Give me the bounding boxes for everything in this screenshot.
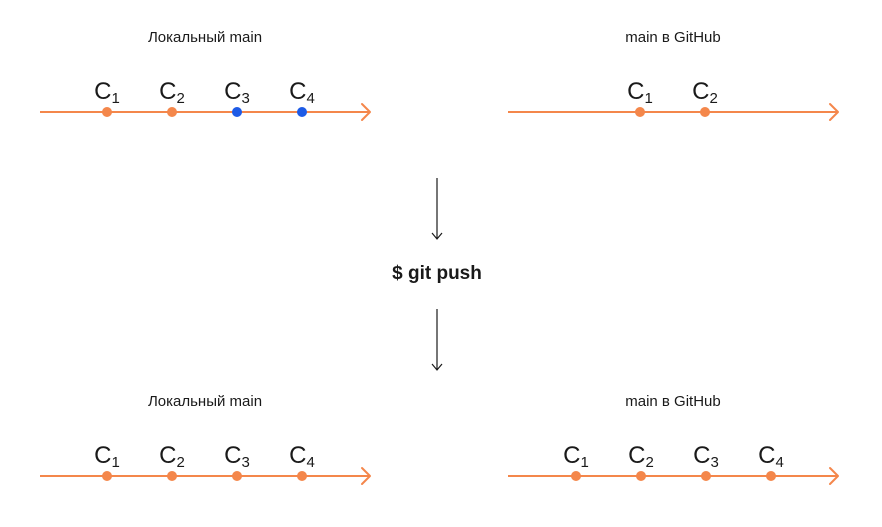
before-remote-commit-dot-2 bbox=[700, 107, 710, 117]
after-local-commit-label-2: C2 bbox=[159, 442, 185, 471]
before-remote-title: main в GitHub bbox=[625, 29, 721, 46]
after-remote-commit-dot-3 bbox=[701, 471, 711, 481]
before-remote-commit-label-2: C2 bbox=[692, 78, 718, 107]
after-local-commit-label-3: C3 bbox=[224, 442, 250, 471]
down-arrow-icon bbox=[431, 178, 443, 240]
after-local-title: Локальный main bbox=[148, 393, 262, 410]
git-push-command: $ git push bbox=[392, 263, 482, 284]
after-remote-commit-dot-2 bbox=[636, 471, 646, 481]
before-local-commit-dot-1 bbox=[102, 107, 112, 117]
before-local-commit-label-2: C2 bbox=[159, 78, 185, 107]
before-local-commit-label-1: C1 bbox=[94, 78, 120, 107]
after-remote-title: main в GitHub bbox=[625, 393, 721, 410]
down-arrow-icon bbox=[431, 309, 443, 371]
after-local-commit-dot-4 bbox=[297, 471, 307, 481]
before-local-commits: C1 C2 C3 C4 bbox=[94, 78, 315, 117]
after-remote-commits: C1 C2 C3 C4 bbox=[563, 442, 784, 481]
after-remote-commit-dot-4 bbox=[766, 471, 776, 481]
before-remote-commit-label-1: C1 bbox=[627, 78, 653, 107]
before-local-commit-dot-2 bbox=[167, 107, 177, 117]
before-local-commit-dot-4 bbox=[297, 107, 307, 117]
before-remote-commits: C1 C2 bbox=[627, 78, 718, 117]
after-local-commit-label-4: C4 bbox=[289, 442, 315, 471]
after-local-commit-label-1: C1 bbox=[94, 442, 120, 471]
before-remote-commit-dot-1 bbox=[635, 107, 645, 117]
after-remote-commit-label-2: C2 bbox=[628, 442, 654, 471]
before-local-commit-dot-3 bbox=[232, 107, 242, 117]
before-local-commit-label-3: C3 bbox=[224, 78, 250, 107]
before-local-branch-line bbox=[40, 103, 371, 121]
after-remote-commit-label-4: C4 bbox=[758, 442, 784, 471]
before-remote-branch-line bbox=[508, 103, 839, 121]
after-remote-commit-dot-1 bbox=[571, 471, 581, 481]
after-local-branch-line bbox=[40, 467, 371, 485]
after-remote-commit-label-1: C1 bbox=[563, 442, 589, 471]
after-remote-commit-label-3: C3 bbox=[693, 442, 719, 471]
after-local-commits: C1 C2 C3 C4 bbox=[94, 442, 315, 481]
before-local-commit-label-4: C4 bbox=[289, 78, 315, 107]
after-local-commit-dot-2 bbox=[167, 471, 177, 481]
before-local-title: Локальный main bbox=[148, 29, 262, 46]
after-remote-branch-line bbox=[508, 467, 839, 485]
after-local-commit-dot-1 bbox=[102, 471, 112, 481]
after-local-commit-dot-3 bbox=[232, 471, 242, 481]
